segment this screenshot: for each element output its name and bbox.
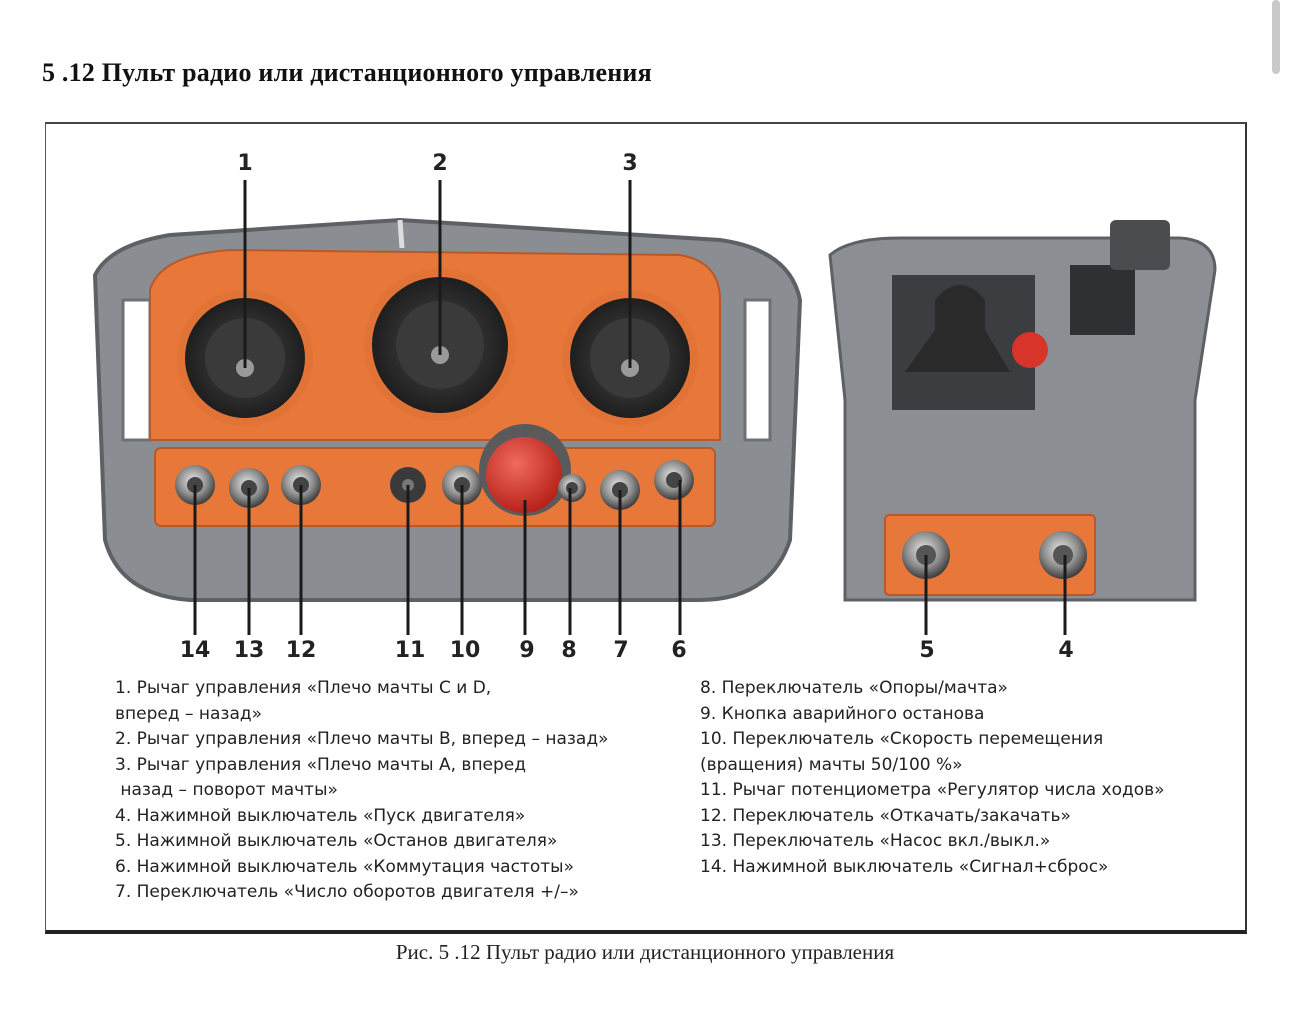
callout-7: 7 [613, 638, 629, 663]
legend-item: 10. Переключатель «Скорость перемещения [700, 729, 1104, 749]
legend-item: 9. Кнопка аварийного останова [700, 703, 985, 724]
callout-8: 8 [561, 638, 577, 663]
legend-item: 1. Рычаг управления «Плечо мачты С и D, [115, 678, 492, 698]
start-engine-button[interactable] [1039, 531, 1087, 579]
legend-item: 7. Переключатель «Число оборотов двигате… [115, 882, 579, 902]
legend-item: назад – поворот мачты» [115, 780, 338, 800]
switch-8[interactable] [558, 474, 586, 502]
callout-3: 3 [622, 151, 638, 176]
legend-item: 12. Переключатель «Откачать/закачать» [700, 805, 1071, 826]
side-view-housing [828, 220, 1217, 602]
callout-14: 14 [179, 638, 211, 663]
callout-5: 5 [919, 638, 935, 663]
legend-item: 2. Рычаг управления «Плечо мачты В, впер… [115, 729, 609, 749]
callout-2: 2 [432, 151, 448, 176]
legend-right: 8. Переключатель «Опоры/мачта» 9. Кнопка… [700, 676, 1165, 880]
legend-item: 11. Рычаг потенциометра «Регулятор числа… [700, 780, 1165, 800]
legend-item: 4. Нажимной выключатель «Пуск двигателя» [115, 805, 526, 826]
callout-4: 4 [1058, 638, 1074, 663]
callout-1: 1 [237, 151, 253, 176]
callout-13: 13 [233, 638, 265, 663]
legend-item: 14. Нажимной выключатель «Сигнал+сброс» [700, 856, 1109, 877]
emergency-stop-button[interactable] [479, 424, 571, 516]
callout-11: 11 [394, 638, 426, 663]
legend-item: 5. Нажимной выключатель «Останов двигате… [115, 831, 558, 851]
leader-lines [193, 180, 1067, 635]
scrollbar-thumb[interactable] [1272, 0, 1280, 74]
legend-item: вперед – назад» [115, 703, 263, 724]
callout-10: 10 [449, 638, 481, 663]
callout-9: 9 [519, 638, 535, 663]
section-title: 5 .12 Пульт радио или дистанционного упр… [42, 58, 652, 87]
legend-item: 8. Переключатель «Опоры/мачта» [700, 678, 1008, 698]
figure-caption: Рис. 5 .12 Пульт радио или дистанционног… [395, 940, 895, 964]
legend-item: 6. Нажимной выключатель «Коммутация част… [115, 856, 574, 877]
switch-6[interactable] [654, 460, 694, 500]
legend-item: 13. Переключатель «Насос вкл./выкл.» [700, 831, 1051, 851]
legend-item: 3. Рычаг управления «Плечо мачты А, впер… [115, 754, 527, 775]
callout-6: 6 [671, 638, 687, 663]
callout-12: 12 [285, 638, 317, 663]
legend-left: 1. Рычаг управления «Плечо мачты С и D, … [115, 676, 609, 906]
legend-item: (вращения) мачты 50/100 %» [700, 754, 963, 775]
